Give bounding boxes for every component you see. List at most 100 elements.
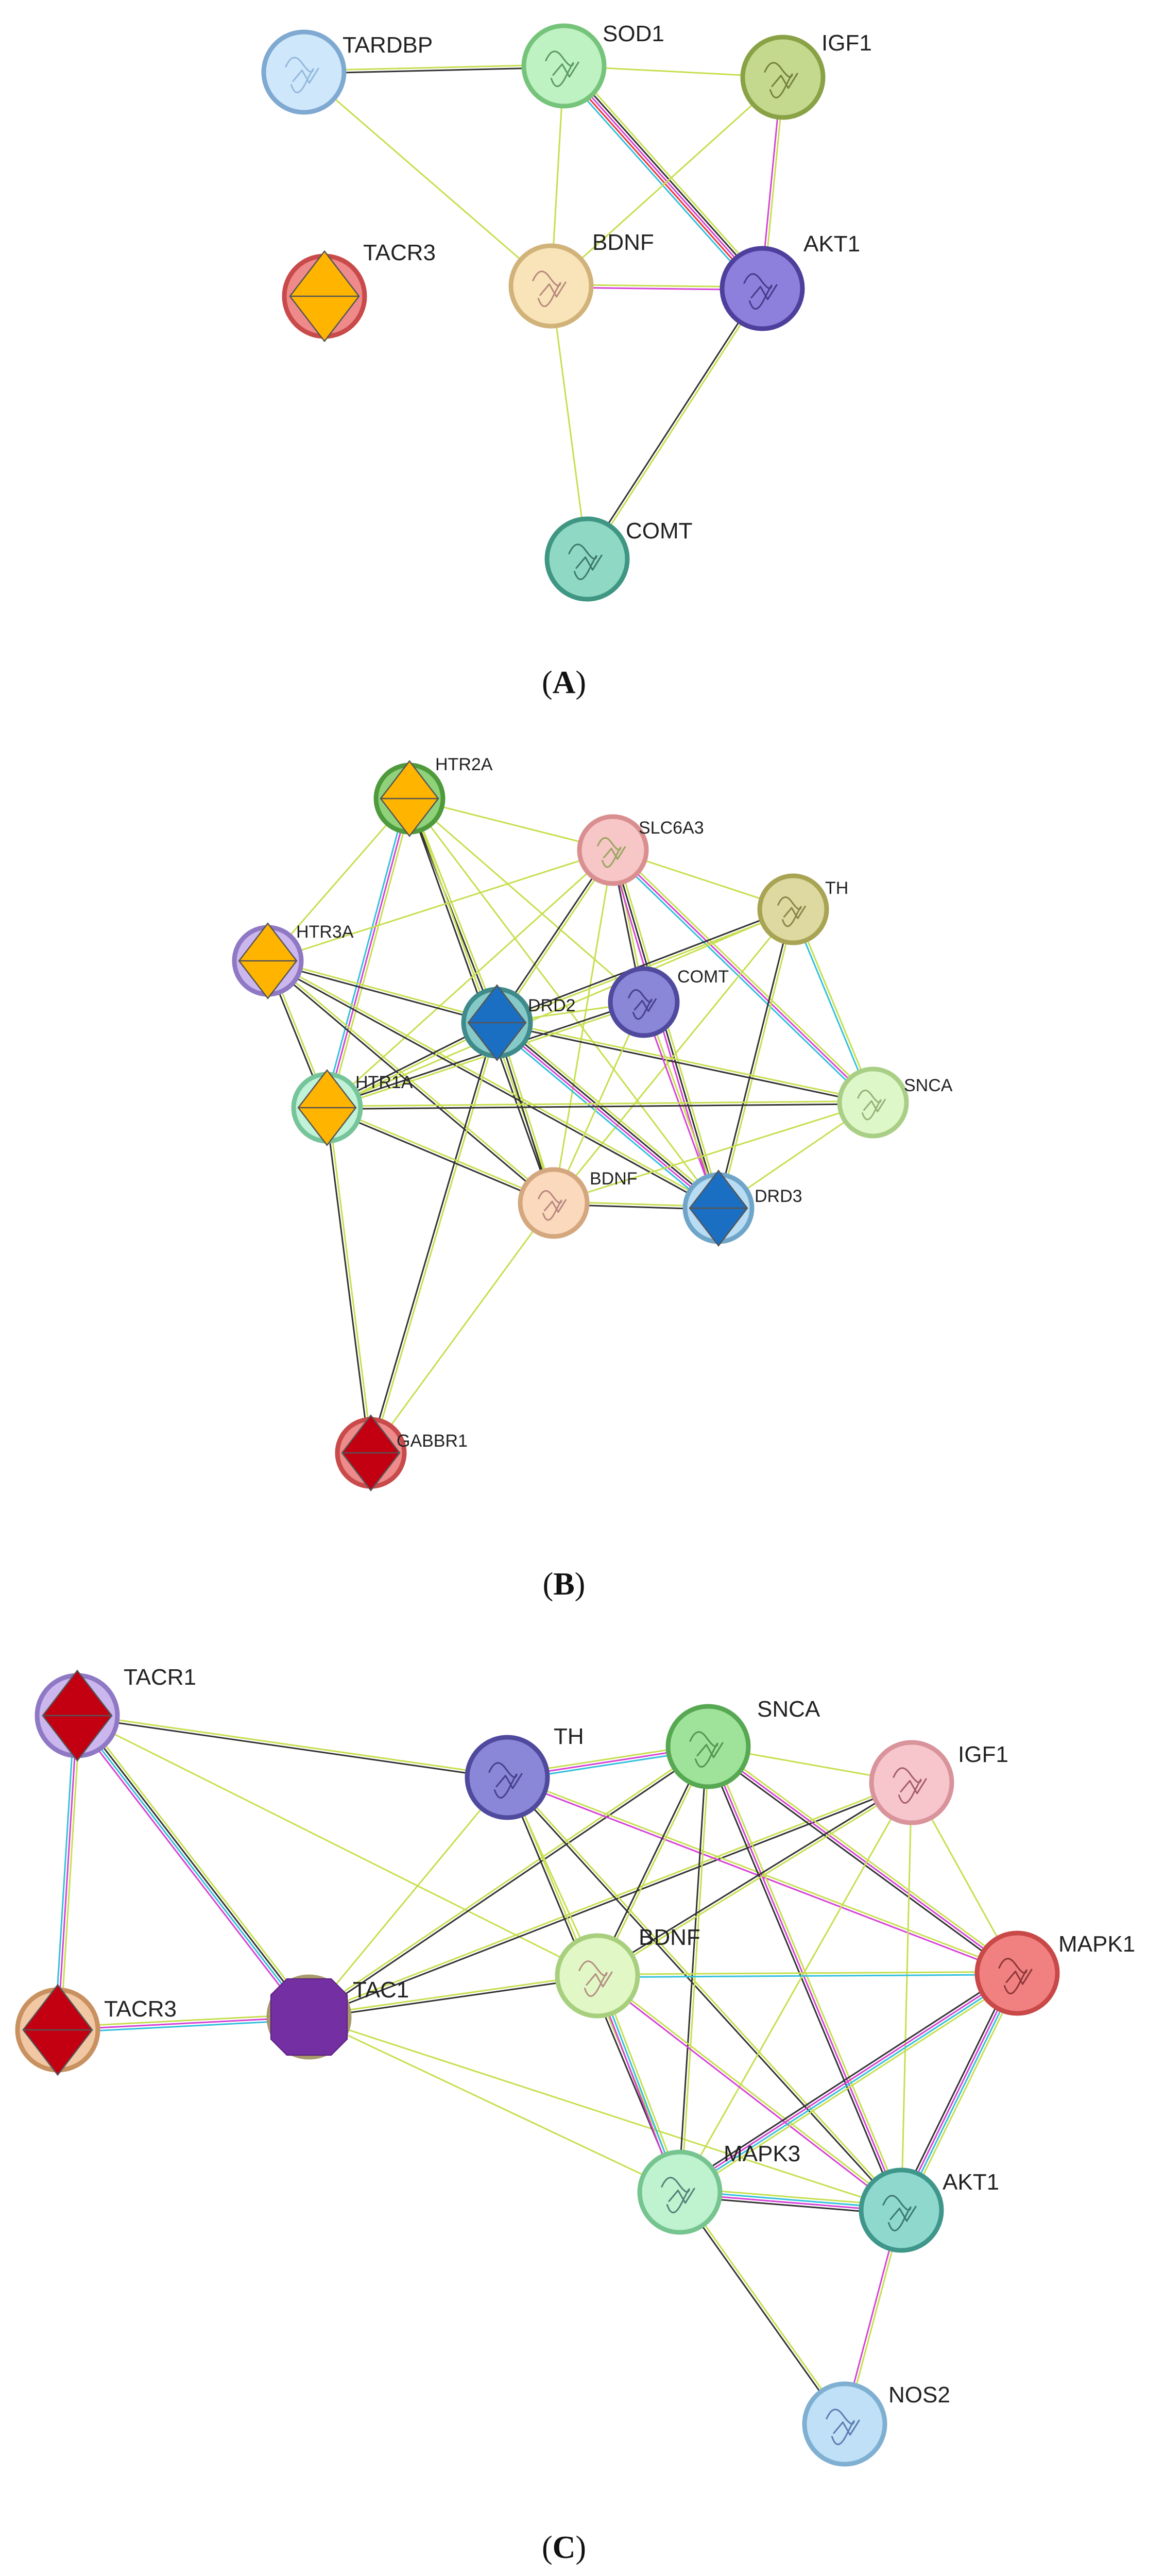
edge-htr2a-comt	[409, 798, 644, 1003]
htr1a-marker-icon	[297, 1069, 357, 1146]
edge-line-textmining	[550, 76, 784, 287]
edge-bdnf-akt1	[596, 1974, 903, 2212]
node-label: NOS2	[888, 2382, 950, 2408]
edge-line-textmining	[553, 1002, 645, 1204]
edge-line-textmining	[308, 1781, 912, 2016]
edge-htr2a-htr1a	[323, 798, 413, 1109]
edge-line-coexpression	[368, 1022, 497, 1453]
node-label: TAC1	[353, 1977, 409, 2003]
node-mapk3[interactable]: MAPK3	[637, 2141, 800, 2235]
edge-slc6a3-htr3a	[267, 849, 613, 962]
node-mapk1[interactable]: MAPK1	[974, 1930, 1135, 2016]
node-label: COMT	[626, 518, 693, 544]
node-tardbp[interactable]: TARDBP	[261, 29, 433, 115]
node-tacr3[interactable]: TACR3	[282, 240, 436, 343]
node-htr1a[interactable]: HTR1A	[291, 1069, 413, 1146]
node-htr3a[interactable]: HTR3A	[232, 922, 354, 999]
edge-line-coexpression	[678, 2192, 844, 2426]
nos2-structure-icon	[826, 2409, 860, 2445]
panel-b-caption: (B)	[543, 1567, 586, 1602]
edge-line-database	[75, 1716, 309, 2019]
edge-line-coexpression	[706, 1748, 1016, 1976]
edge-line-coexpression	[497, 1023, 873, 1105]
edge-line-textmining	[77, 1715, 598, 1977]
node-snca[interactable]: SNCA	[837, 1066, 953, 1139]
edge-htr1a-gabbr1	[324, 1107, 373, 1453]
edge-line-textmining	[499, 1019, 722, 1206]
panel-a-caption: (A)	[542, 665, 586, 700]
mapk3-structure-icon	[661, 2177, 695, 2213]
node-snca[interactable]: SNCA	[665, 1697, 820, 1789]
node-tacr1[interactable]: TACR1	[35, 1665, 196, 1762]
node-comt[interactable]: COMT	[544, 516, 693, 602]
comt-structure-icon	[628, 989, 657, 1020]
edge-line-experiments	[326, 798, 410, 1108]
node-th[interactable]: TH	[465, 1724, 584, 1820]
node-label: SLC6A3	[639, 818, 704, 838]
edge-slc6a3-bdnf	[553, 850, 614, 1204]
node-sod1[interactable]: SOD1	[521, 21, 664, 109]
edge-line-textmining	[709, 1743, 1020, 1972]
edge-line-coexpression	[327, 1103, 874, 1110]
edge-line-textmining	[597, 1783, 913, 1978]
bdnf-structure-icon	[538, 1190, 567, 1221]
node-tacr3[interactable]: TACR3	[15, 1984, 177, 2076]
node-nos2[interactable]: NOS2	[802, 2381, 950, 2467]
node-label: TACR1	[124, 1665, 196, 1690]
node-tac1[interactable]: TAC1	[266, 1974, 409, 2060]
node-th[interactable]: TH	[757, 873, 848, 945]
edge-line-database	[559, 69, 759, 293]
edge-line-textmining	[614, 847, 876, 1101]
edge-line-experiments	[596, 1976, 901, 2212]
node-label: HTR1A	[355, 1073, 413, 1092]
node-bdnf[interactable]: BDNF	[508, 230, 654, 329]
edge-mapk3-nos2	[678, 2191, 847, 2426]
node-label: BDNF	[590, 1169, 638, 1189]
edge-tac1-snca	[307, 1744, 710, 2019]
node-comt[interactable]: COMT	[608, 966, 729, 1038]
node-igf1[interactable]: IGF1	[869, 1740, 1008, 1825]
node-drd3[interactable]: DRD3	[682, 1170, 802, 1247]
node-gabbr1[interactable]: GABBR1	[335, 1414, 468, 1492]
edge-line-coexpression	[304, 66, 564, 75]
edge-tac1-mapk3	[309, 2016, 680, 2193]
node-igf1[interactable]: IGF1	[740, 30, 872, 120]
edge-tac1-bdnf	[309, 1973, 598, 2020]
node-akt1[interactable]: AKT1	[720, 231, 860, 331]
edge-line-experiments	[563, 65, 763, 289]
node-slc6a3[interactable]: SLC6A3	[577, 814, 704, 886]
edge-line-coexpression	[505, 1777, 901, 2212]
akt1-structure-icon	[882, 2195, 917, 2231]
edge-line-textmining	[303, 63, 564, 72]
node-label: IGF1	[821, 30, 872, 56]
node-drd2[interactable]: DRD2	[461, 984, 576, 1061]
edge-slc6a3-htr1a	[326, 849, 614, 1109]
edge-htr1a-snca	[327, 1100, 874, 1110]
th-structure-icon	[777, 896, 806, 927]
edge-tacr1-th	[77, 1713, 508, 1780]
edge-line-experiments	[57, 1715, 78, 2030]
node-label: DRD3	[755, 1187, 802, 1206]
edge-line-experiments	[495, 1023, 718, 1210]
node-bdnf[interactable]: BDNF	[555, 1925, 700, 2019]
node-bdnf[interactable]: BDNF	[518, 1167, 638, 1239]
node-htr2a[interactable]: HTR2A	[373, 755, 493, 837]
edge-drd2-gabbr1	[368, 1022, 500, 1454]
edge-line-textmining	[326, 849, 614, 1109]
edge-igf1-mapk3	[679, 1782, 913, 2193]
node-label: TACR3	[104, 1996, 177, 2022]
edge-htr2a-drd3	[408, 798, 720, 1209]
node-label: SNCA	[904, 1076, 953, 1095]
edge-tac1-th	[308, 1777, 508, 2018]
node-label: BDNF	[639, 1925, 700, 1950]
edge-line-database	[493, 1025, 716, 1212]
edge-tacr1-tacr3	[54, 1715, 81, 2030]
node-akt1[interactable]: AKT1	[859, 2167, 999, 2253]
edge-th-akt1	[505, 1776, 903, 2212]
edge-line-database	[323, 798, 408, 1107]
edge-line-textmining	[507, 1776, 903, 2210]
node-label: IGF1	[958, 1742, 1008, 1767]
node-label: SOD1	[603, 21, 664, 46]
